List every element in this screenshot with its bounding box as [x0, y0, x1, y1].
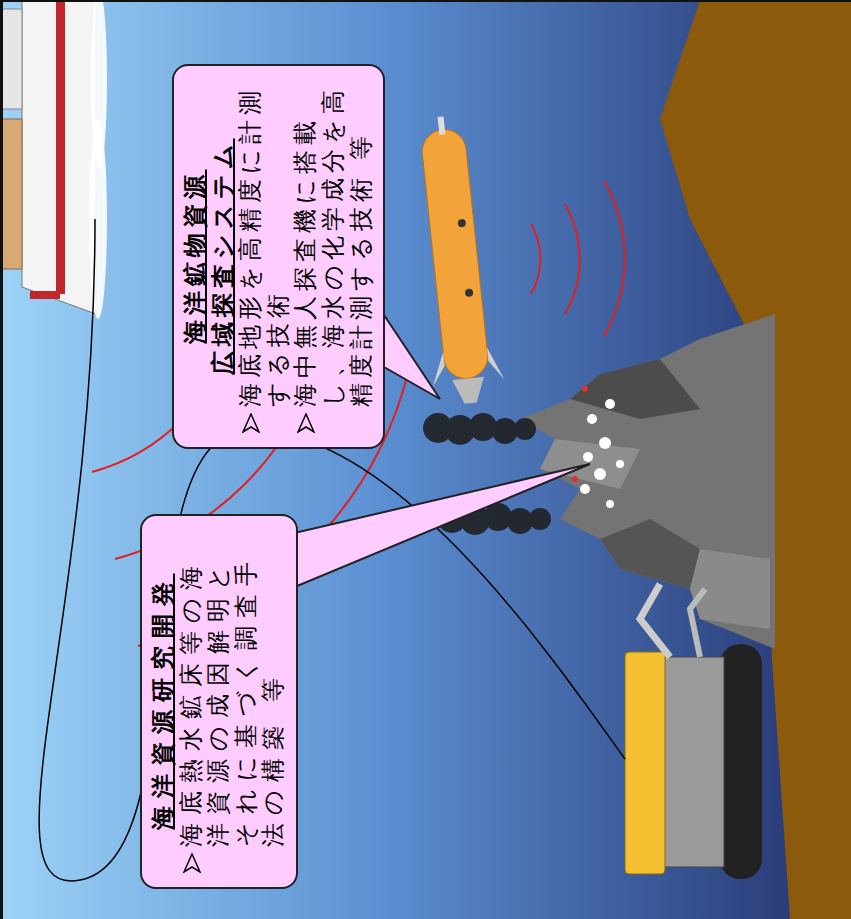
bullet-item: 海中無人探査機に搭載し、海水の化学成分を高精度計測する技術 等 [292, 78, 375, 435]
tube-worms [572, 386, 624, 508]
auv-sensor [457, 219, 466, 228]
ship-bow-mark [30, 291, 60, 299]
rov-body [660, 657, 724, 867]
ship-deck [2, 119, 22, 269]
ship-hull [22, 0, 96, 314]
rov-crawler [625, 584, 762, 879]
bullet-shape [184, 854, 200, 872]
callout-tail [290, 464, 590, 589]
auv-body [420, 127, 490, 380]
sonar-arc [531, 224, 540, 294]
hull-stripe [56, 0, 65, 294]
callout-box: 海洋鉱物資源 広域探査システム海底地形を高精度に計測する技術海中無人探査機に搭載… [172, 64, 385, 449]
auv-antenna [438, 116, 446, 135]
auv-fin [429, 352, 446, 387]
bullet-text: 海底熱水鉱床等の海洋資源の成因解明とそれに基づく調査手法の構築 等 [178, 528, 288, 847]
worm [583, 452, 593, 462]
sonar-arc [604, 181, 625, 336]
bullet-shape [298, 414, 314, 432]
bullet-arrow [242, 413, 260, 433]
bullet-text: 海中無人探査機に搭載し、海水の化学成分を高精度計測する技術 等 [292, 78, 375, 407]
rock-facet [570, 359, 700, 419]
worm [616, 460, 624, 468]
worm [587, 414, 597, 424]
worm [594, 468, 606, 480]
bullet-item: 海底地形を高精度に計測する技術 [237, 78, 292, 435]
auv-sensor [465, 288, 474, 297]
research-ship [0, 0, 107, 319]
bullet-arrow [183, 853, 201, 873]
smoke-puff [423, 413, 453, 443]
worm-tip [582, 386, 588, 392]
worm [606, 500, 614, 508]
rov-arm [640, 584, 670, 657]
auv-vehicle [405, 113, 507, 407]
rock-facet [600, 519, 700, 589]
auv-tail [452, 377, 486, 405]
ship-bridge [0, 9, 22, 109]
rov-arm [690, 589, 705, 657]
wave-foam [91, 0, 107, 169]
bullet-text: 海底地形を高精度に計測する技術 [237, 78, 292, 407]
hydrothermal-mound [520, 314, 775, 649]
worm [599, 437, 611, 449]
sonar-arc [565, 204, 580, 314]
callout-title: 海洋鉱物資源 広域探査システム [182, 78, 237, 435]
callout-title: 海洋資源研究開発 [150, 528, 178, 875]
bullet-item: 海底熱水鉱床等の海洋資源の成因解明とそれに基づく調査手法の構築 等 [178, 528, 288, 875]
auv-fin [487, 346, 504, 381]
bullet-shape [243, 414, 259, 432]
worm [605, 399, 615, 409]
worm-tip [572, 476, 578, 482]
crawler-tread [720, 644, 762, 879]
rov-top [625, 652, 665, 874]
rock-mound [520, 314, 775, 649]
callout-box: 海洋資源研究開発海底熱水鉱床等の海洋資源の成因解明とそれに基づく調査手法の構築 … [140, 514, 298, 889]
worm [580, 484, 590, 494]
bullet-arrow [297, 413, 315, 433]
auv-sonar [531, 181, 625, 336]
